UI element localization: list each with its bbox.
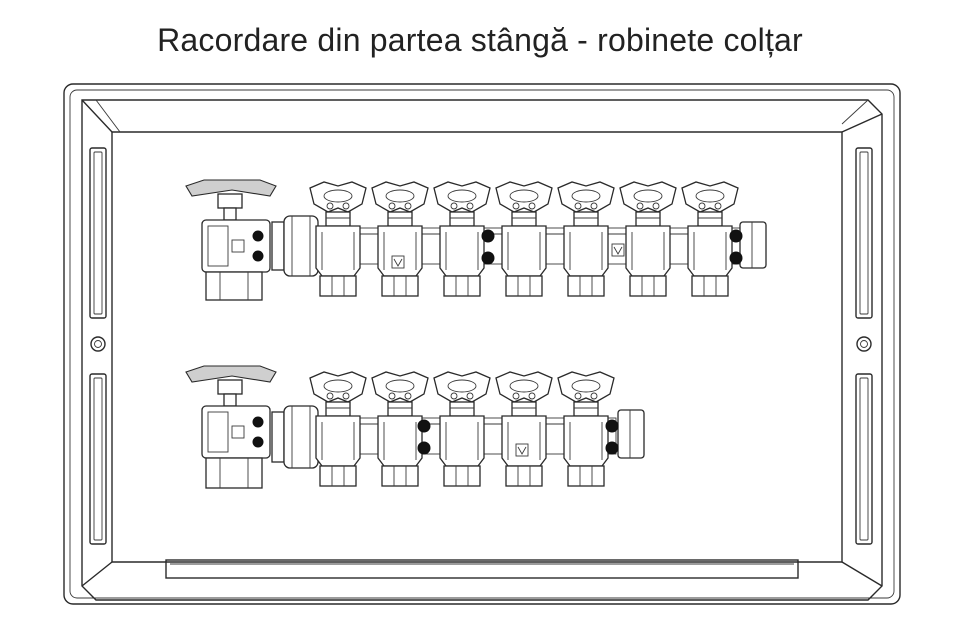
handwheel: [371, 371, 429, 403]
manifold-outlet: [681, 181, 739, 297]
manifold-row-upper: [185, 179, 767, 301]
manifold-outlet: [433, 371, 491, 487]
manifold-outlet: [495, 181, 553, 297]
manifold-outlet: [433, 181, 491, 297]
brand-mark: [515, 443, 529, 457]
handwheel: [309, 181, 367, 213]
manifold-row-lower: [185, 365, 645, 489]
brand-mark: [611, 243, 625, 257]
manifold-outlet: [619, 181, 677, 297]
manifold-outlets-upper: [309, 181, 739, 297]
manifold-outlet: [309, 181, 367, 297]
brand-mark: [391, 255, 405, 269]
union-coupling-lower: [271, 405, 319, 469]
handwheel: [309, 371, 367, 403]
handwheel: [495, 181, 553, 213]
manifold-outlets-lower: [309, 371, 615, 487]
manifold-outlet: [309, 371, 367, 487]
handwheel: [619, 181, 677, 213]
side-slots: [89, 147, 873, 545]
indicator-dot: [417, 441, 431, 455]
end-cap-upper: [729, 221, 767, 269]
diagram-title: Racordare din partea stângă - robinete c…: [157, 22, 803, 58]
indicator-dot: [417, 419, 431, 433]
ball-valve-inlet-upper: [185, 179, 277, 301]
mounting-rail: [165, 559, 799, 579]
manifold-outlet: [495, 371, 553, 487]
manifold-outlet: [557, 181, 615, 297]
handwheel: [371, 181, 429, 213]
indicator-dot: [481, 251, 495, 265]
handwheel: [433, 181, 491, 213]
handwheel: [557, 181, 615, 213]
cabinet-frame: [63, 83, 901, 605]
manifold-outlet: [371, 181, 429, 297]
indicator-dot: [481, 229, 495, 243]
manifold-outlet: [371, 371, 429, 487]
handwheel: [681, 181, 739, 213]
manifold-outlet: [557, 371, 615, 487]
union-coupling-upper: [271, 215, 319, 277]
handwheel: [495, 371, 553, 403]
end-cap-lower: [605, 409, 645, 459]
handwheel: [433, 371, 491, 403]
ball-valve-inlet-lower: [185, 365, 277, 489]
handwheel: [557, 371, 615, 403]
